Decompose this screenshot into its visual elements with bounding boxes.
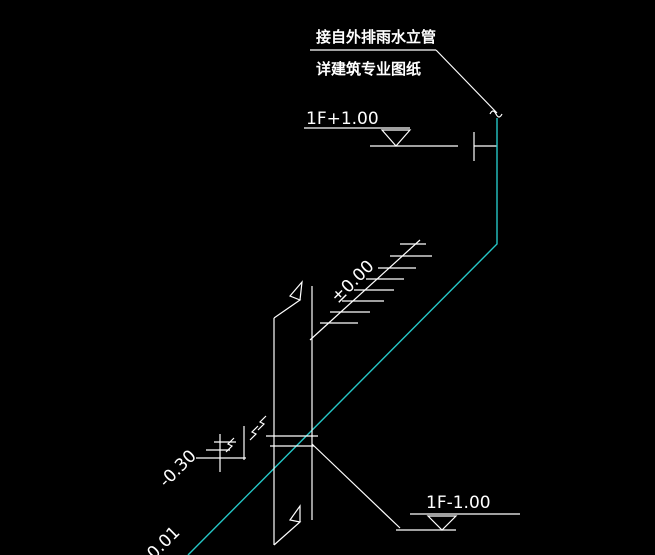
note-leader-line xyxy=(435,49,498,114)
pipe-cap-symbol xyxy=(473,132,497,161)
elevation-lower-label: 1F-1.00 xyxy=(426,493,491,513)
elevation-upper-label: 1F+1.00 xyxy=(306,109,379,129)
note-line-2: 详建筑专业图纸 xyxy=(316,60,421,78)
wall-bottom-break xyxy=(273,504,302,546)
wall-top-break xyxy=(273,280,303,319)
elevation-bottom-label: 0.01 xyxy=(143,523,184,555)
ground-level-hatch: ±0.00 xyxy=(309,239,432,341)
pipe-note-annotation: 接自外排雨水立管 详建筑专业图纸 xyxy=(310,28,503,118)
mid-zigzag-3 xyxy=(257,415,267,431)
wall-section xyxy=(266,280,318,546)
elevation-lower-triangle xyxy=(426,515,458,531)
elevation-mid-marker: -0.30 xyxy=(155,415,267,492)
leader-tick-mark xyxy=(489,110,503,118)
note-line-1: 接自外排雨水立管 xyxy=(316,28,436,46)
elevation-upper-marker: 1F+1.00 xyxy=(304,109,458,147)
elevation-lower-leader xyxy=(311,443,401,529)
mid-zigzag-2 xyxy=(249,425,259,441)
mid-zigzag-1 xyxy=(225,437,235,453)
drainage-pipe xyxy=(187,118,498,555)
elevation-lower-marker: 1F-1.00 xyxy=(311,443,520,531)
elevation-upper-triangle xyxy=(380,129,412,147)
elevation-mid-label: -0.30 xyxy=(155,446,200,491)
elevation-ground-label: ±0.00 xyxy=(327,257,378,308)
